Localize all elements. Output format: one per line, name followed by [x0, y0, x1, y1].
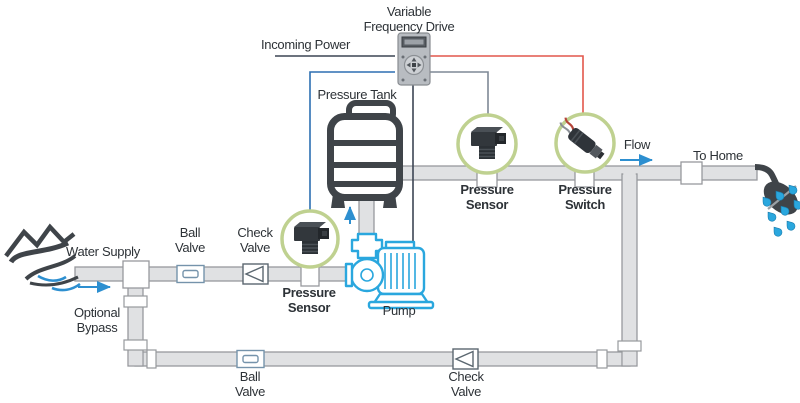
ball-valve-bottom — [236, 349, 265, 369]
pipe-coupling — [596, 349, 608, 369]
water-supply-label: Water Supply — [66, 244, 140, 259]
ball-valve-bottom-label: Ball Valve — [234, 369, 266, 400]
check-valve-top — [242, 263, 269, 285]
pipe-coupling — [617, 340, 642, 352]
pump-label: Pump — [382, 303, 416, 318]
shower-head-icon — [754, 164, 800, 237]
check-valve-top-label: Check Valve — [237, 225, 273, 256]
water-source-icon — [4, 223, 81, 292]
pump-icon — [344, 232, 435, 310]
vfd-device-icon — [397, 32, 431, 86]
check-valve-bottom — [452, 348, 479, 370]
ball-valve-top — [176, 264, 205, 284]
pipe-network — [74, 161, 758, 369]
pipe-coupling — [146, 349, 157, 369]
pressure-switch-label: Pressure Switch — [558, 182, 612, 213]
pressure-tank-icon — [327, 100, 403, 208]
to-home-label: To Home — [693, 148, 743, 163]
line-pressure-sensor-badge — [456, 113, 518, 175]
vfd-to-sensor-wire — [430, 71, 489, 115]
wiring — [275, 55, 584, 247]
flow-label: Flow — [623, 137, 651, 152]
bypass-tee-port — [122, 260, 150, 289]
optional-bypass-label: Optional Bypass — [73, 305, 121, 336]
bypass-bottom-pipe — [134, 351, 631, 367]
pressure-tank-label: Pressure Tank — [317, 87, 397, 102]
bypass-right-pipe — [621, 173, 638, 367]
check-valve-bottom-label: Check Valve — [448, 369, 484, 400]
vfd-to-switch-wire — [430, 55, 584, 114]
pipe-coupling — [123, 295, 148, 308]
water-drops-icon — [762, 184, 800, 237]
incoming-power-label: Incoming Power — [260, 37, 350, 52]
pump-pressure-sensor-label: Pressure Sensor — [282, 285, 336, 316]
pipe-union — [680, 161, 703, 185]
line-pressure-sensor-label: Pressure Sensor — [460, 182, 514, 213]
ball-valve-top-label: Ball Valve — [174, 225, 206, 256]
vfd-to-pump-sensor-wire — [309, 71, 395, 211]
pump-pressure-sensor-badge — [280, 209, 340, 269]
vfd-label: Variable Frequency Drive — [363, 4, 455, 35]
pipe-coupling — [123, 339, 148, 351]
pressure-switch-badge — [554, 112, 616, 174]
